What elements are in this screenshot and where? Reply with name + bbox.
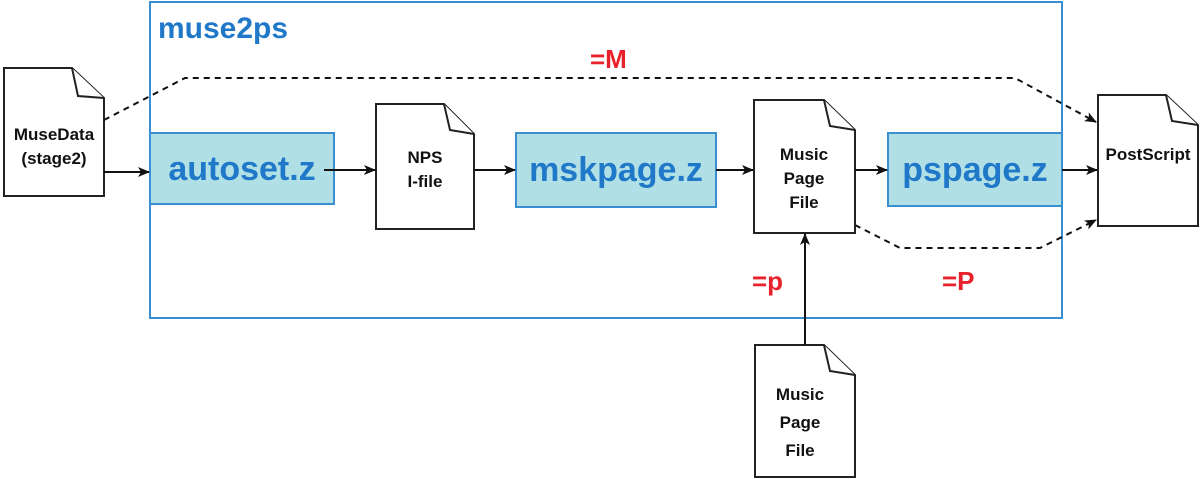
bypass-M-path — [103, 77, 1097, 123]
svg-text:PostScript: PostScript — [1105, 145, 1190, 164]
autoset-process: autoset.z — [149, 132, 335, 205]
container-title: muse2ps — [158, 12, 288, 45]
nps-ifile-doc: NPS I-file — [375, 103, 475, 230]
postscript-doc: PostScript — [1097, 94, 1199, 227]
svg-text:File: File — [789, 193, 818, 212]
svg-text:MuseData: MuseData — [14, 125, 95, 144]
svg-text:File: File — [785, 441, 814, 460]
option-P-label: =P — [942, 266, 975, 296]
svg-text:(stage2): (stage2) — [21, 149, 86, 168]
svg-text:I-file: I-file — [408, 172, 443, 191]
pspage-process: pspage.z — [887, 132, 1063, 207]
svg-text:mskpage.z: mskpage.z — [529, 151, 703, 189]
option-p-label: =p — [752, 266, 783, 296]
mskpage-process: mskpage.z — [515, 132, 717, 208]
svg-text:Page: Page — [780, 413, 821, 432]
musedata-doc: MuseData (stage2) — [3, 67, 105, 197]
flow-arrows — [104, 165, 1098, 345]
svg-text:Page: Page — [784, 169, 825, 188]
svg-text:autoset.z: autoset.z — [168, 150, 315, 188]
svg-text:NPS: NPS — [408, 148, 443, 167]
svg-text:Music: Music — [780, 145, 828, 164]
bypass-P-path — [854, 219, 1097, 249]
svg-text:pspage.z: pspage.z — [902, 151, 1047, 189]
music-page-file-input-doc: Music Page File — [754, 344, 856, 478]
svg-text:Music: Music — [776, 385, 824, 404]
music-page-file-doc: Music Page File — [753, 99, 856, 234]
option-M-label: =M — [590, 44, 627, 74]
